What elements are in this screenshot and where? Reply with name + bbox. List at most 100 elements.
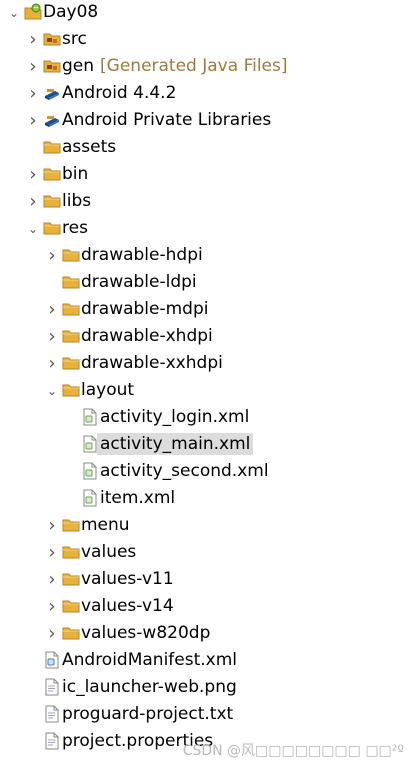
tree-item[interactable]: › drawable-mdpi (0, 296, 414, 323)
tree-item[interactable]: ic_launcher-web.png (0, 674, 414, 701)
tree-item-label[interactable]: drawable-ldpi (78, 271, 200, 293)
folder-icon (62, 543, 80, 561)
tree-item[interactable]: › drawable-xhdpi (0, 323, 414, 350)
tree-item[interactable]: › values-v11 (0, 566, 414, 593)
tree-item-label[interactable]: drawable-hdpi (78, 244, 206, 266)
tree-item-label[interactable]: values-v14 (78, 595, 177, 617)
chevron-right-icon[interactable]: › (48, 596, 56, 617)
tree-item[interactable]: › drawable-xxhdpi (0, 350, 414, 377)
manifest-file-icon (43, 651, 61, 669)
tree-item-label[interactable]: layout (78, 379, 137, 401)
folder-icon (62, 381, 80, 399)
tree-item-label[interactable]: activity_login.xml (97, 406, 252, 428)
tree-item[interactable]: activity_second.xml (0, 458, 414, 485)
source-folder-icon (43, 57, 61, 75)
tree-item-name: activity_login.xml (100, 407, 250, 427)
folder-icon (62, 327, 80, 345)
tree-item-label[interactable]: activity_second.xml (97, 460, 272, 482)
tree-item-label[interactable]: values (78, 541, 139, 563)
tree-item-name: drawable-xhdpi (81, 326, 213, 346)
chevron-right-icon[interactable]: › (29, 110, 37, 131)
tree-item[interactable]: › gen[Generated Java Files] (0, 53, 414, 80)
chevron-right-icon[interactable]: › (29, 56, 37, 77)
watermark: CSDN @风□□□□□□□□ □□²º (182, 743, 404, 759)
chevron-down-icon[interactable]: ⌄ (8, 5, 20, 20)
tree-item-label[interactable]: assets (59, 136, 119, 158)
tree-item-label[interactable]: gen[Generated Java Files] (59, 55, 291, 77)
tree-item[interactable]: proguard-project.txt (0, 701, 414, 728)
tree-item-name: libs (62, 191, 92, 211)
source-folder-icon (43, 30, 61, 48)
tree-item-name: activity_main.xml (100, 434, 251, 454)
tree-item[interactable]: project.properties (0, 728, 414, 755)
tree-item[interactable]: ⌄ layout (0, 377, 414, 404)
file-icon (43, 705, 61, 723)
tree-item-label[interactable]: libs (59, 190, 94, 212)
folder-icon (62, 354, 80, 372)
tree-item[interactable]: ⌄ res (0, 215, 414, 242)
chevron-right-icon[interactable]: › (48, 515, 56, 536)
chevron-right-icon[interactable]: › (29, 164, 37, 185)
tree-item-label[interactable]: activity_main.xml (97, 433, 254, 455)
tree-item[interactable]: › values-v14 (0, 593, 414, 620)
folder-icon (43, 165, 61, 183)
tree-item-name: proguard-project.txt (62, 704, 234, 724)
tree-item[interactable]: assets (0, 134, 414, 161)
tree-item-label[interactable]: AndroidManifest.xml (59, 649, 240, 671)
tree-item-label[interactable]: bin (59, 163, 91, 185)
tree-item-name: drawable-hdpi (81, 245, 203, 265)
file-icon (43, 678, 61, 696)
chevron-right-icon[interactable]: › (29, 83, 37, 104)
tree-item-label[interactable]: drawable-mdpi (78, 298, 212, 320)
tree-item[interactable]: › drawable-hdpi (0, 242, 414, 269)
chevron-right-icon[interactable]: › (48, 569, 56, 590)
chevron-down-icon[interactable]: ⌄ (27, 221, 39, 236)
tree-item-label[interactable]: values-v11 (78, 568, 177, 590)
tree-item-label[interactable]: Day08 (40, 1, 101, 23)
tree-item-label[interactable]: drawable-xxhdpi (78, 352, 226, 374)
tree-item-label[interactable]: ic_launcher-web.png (59, 676, 240, 698)
tree-item-name: drawable-mdpi (81, 299, 209, 319)
tree-item-label[interactable]: src (59, 28, 90, 50)
tree-item-name: gen (62, 56, 95, 76)
chevron-right-icon[interactable]: › (48, 623, 56, 644)
folder-icon (62, 273, 80, 291)
tree-item-name: Day08 (43, 2, 99, 22)
tree-item-label[interactable]: Android 4.4.2 (59, 82, 179, 104)
chevron-right-icon[interactable]: › (48, 326, 56, 347)
tree-item-label[interactable]: item.xml (97, 487, 178, 509)
tree-item[interactable]: activity_login.xml (0, 404, 414, 431)
tree-item-label[interactable]: project.properties (59, 730, 216, 752)
tree-item-label[interactable]: values-w820dp (78, 622, 213, 644)
chevron-right-icon[interactable]: › (48, 353, 56, 374)
chevron-right-icon[interactable]: › (48, 299, 56, 320)
tree-item-name: ic_launcher-web.png (62, 677, 237, 697)
library-icon (43, 111, 61, 129)
chevron-right-icon[interactable]: › (48, 245, 56, 266)
tree-item-label[interactable]: drawable-xhdpi (78, 325, 216, 347)
tree-item-label[interactable]: menu (78, 514, 133, 536)
tree-item-name: assets (62, 137, 117, 157)
tree-item[interactable]: › values (0, 539, 414, 566)
chevron-right-icon[interactable]: › (48, 542, 56, 563)
tree-item-label[interactable]: proguard-project.txt (59, 703, 236, 725)
tree-item-label[interactable]: res (59, 217, 91, 239)
tree-item[interactable]: › Android 4.4.2 (0, 80, 414, 107)
tree-item[interactable]: drawable-ldpi (0, 269, 414, 296)
tree-item[interactable]: item.xml (0, 485, 414, 512)
chevron-down-icon[interactable]: ⌄ (46, 383, 58, 398)
tree-item[interactable]: › Android Private Libraries (0, 107, 414, 134)
chevron-right-icon[interactable]: › (29, 29, 37, 50)
tree-item[interactable]: › menu (0, 512, 414, 539)
tree-item[interactable]: › src (0, 26, 414, 53)
folder-icon (62, 516, 80, 534)
tree-item[interactable]: AndroidManifest.xml (0, 647, 414, 674)
tree-item[interactable]: activity_main.xml (0, 431, 414, 458)
tree-item[interactable]: › libs (0, 188, 414, 215)
tree-item[interactable]: › values-w820dp (0, 620, 414, 647)
tree-item[interactable]: ⌄ Day08 (0, 0, 414, 26)
tree-item-name: layout (81, 380, 135, 400)
tree-item[interactable]: › bin (0, 161, 414, 188)
chevron-right-icon[interactable]: › (29, 191, 37, 212)
tree-item-label[interactable]: Android Private Libraries (59, 109, 274, 131)
